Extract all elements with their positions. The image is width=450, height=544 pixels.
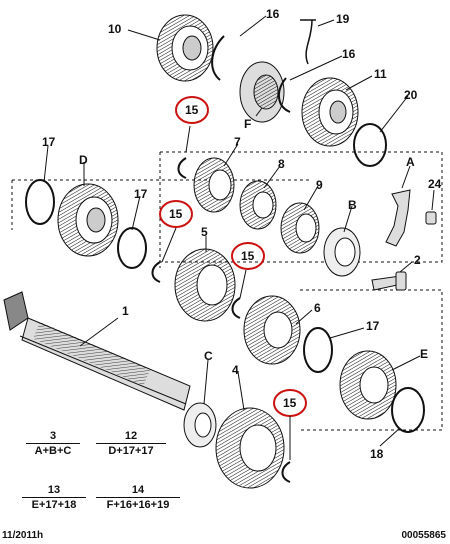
callout-A: A <box>406 155 415 169</box>
callout-4: 4 <box>232 363 239 377</box>
formula-kit-number: 12 <box>124 430 138 442</box>
callout-18: 18 <box>370 447 384 461</box>
callout-1: 1 <box>122 304 129 318</box>
ring-20 <box>353 123 387 167</box>
clip-19 <box>300 19 316 65</box>
callout-F: F <box>244 117 251 131</box>
shift-fork-A <box>385 189 411 247</box>
gear-8 <box>239 180 277 230</box>
callout-9: 9 <box>316 178 323 192</box>
formula-kit-3: 3 A+B+C <box>26 430 80 457</box>
callout-15-b: 15 <box>169 207 183 221</box>
bolt-2 <box>371 271 407 291</box>
gear-D <box>57 183 119 257</box>
formula-kit-parts: A+B+C <box>26 443 80 457</box>
callout-15-c: 15 <box>241 249 255 263</box>
callout-20: 20 <box>404 88 418 102</box>
gear-F <box>239 61 285 123</box>
gear-9 <box>280 202 320 254</box>
callout-16-top: 16 <box>266 7 280 21</box>
gear-5 <box>174 248 236 322</box>
bearing-B <box>323 227 361 277</box>
gear-E <box>339 350 397 420</box>
callout-E: E <box>420 347 428 361</box>
callout-19: 19 <box>336 12 350 26</box>
formula-kit-13: 13 E+17+18 <box>22 484 86 511</box>
callout-15-a: 15 <box>185 103 199 117</box>
formula-kit-number: 14 <box>131 484 145 496</box>
callout-labels: 10 16 19 16 11 20 F 7 8 9 B A 24 2 17 D … <box>42 7 442 461</box>
callout-16-mid: 16 <box>342 47 356 61</box>
gear-7 <box>193 157 235 213</box>
formula-kit-number: 13 <box>47 484 61 496</box>
formula-kit-parts: F+16+16+19 <box>96 497 180 511</box>
footer-date: 11/2011h <box>2 530 44 541</box>
callout-6: 6 <box>314 301 321 315</box>
callout-B: B <box>348 198 357 212</box>
formula-kit-number: 3 <box>49 430 57 442</box>
gear-4 <box>215 407 285 489</box>
callout-24: 24 <box>428 177 442 191</box>
callout-11: 11 <box>374 67 387 81</box>
callout-10: 10 <box>108 22 122 36</box>
callout-D: D <box>79 153 88 167</box>
callout-17-mid: 17 <box>134 187 148 201</box>
leader-lines <box>43 15 435 460</box>
bearing-C <box>183 402 217 448</box>
assembly-outline <box>11 151 443 431</box>
callout-8: 8 <box>278 157 285 171</box>
gear-11 <box>301 77 359 147</box>
callout-2: 2 <box>414 253 421 267</box>
formula-kit-14: 14 F+16+16+19 <box>96 484 180 511</box>
footer-reference: 00055865 <box>401 530 447 541</box>
formula-kit-parts: D+17+17 <box>96 443 166 457</box>
callout-15-d: 15 <box>283 396 297 410</box>
callout-17-left: 17 <box>42 135 56 149</box>
formula-kit-12: 12 D+17+17 <box>96 430 166 457</box>
gear-6 <box>243 295 301 365</box>
gear-10 <box>156 14 214 82</box>
callout-7: 7 <box>234 135 241 149</box>
callout-C: C <box>204 349 213 363</box>
callout-17-right: 17 <box>366 319 380 333</box>
pin-24 <box>425 211 437 225</box>
main-shaft <box>3 291 191 411</box>
formula-kit-parts: E+17+18 <box>22 497 86 511</box>
callout-5: 5 <box>201 225 208 239</box>
